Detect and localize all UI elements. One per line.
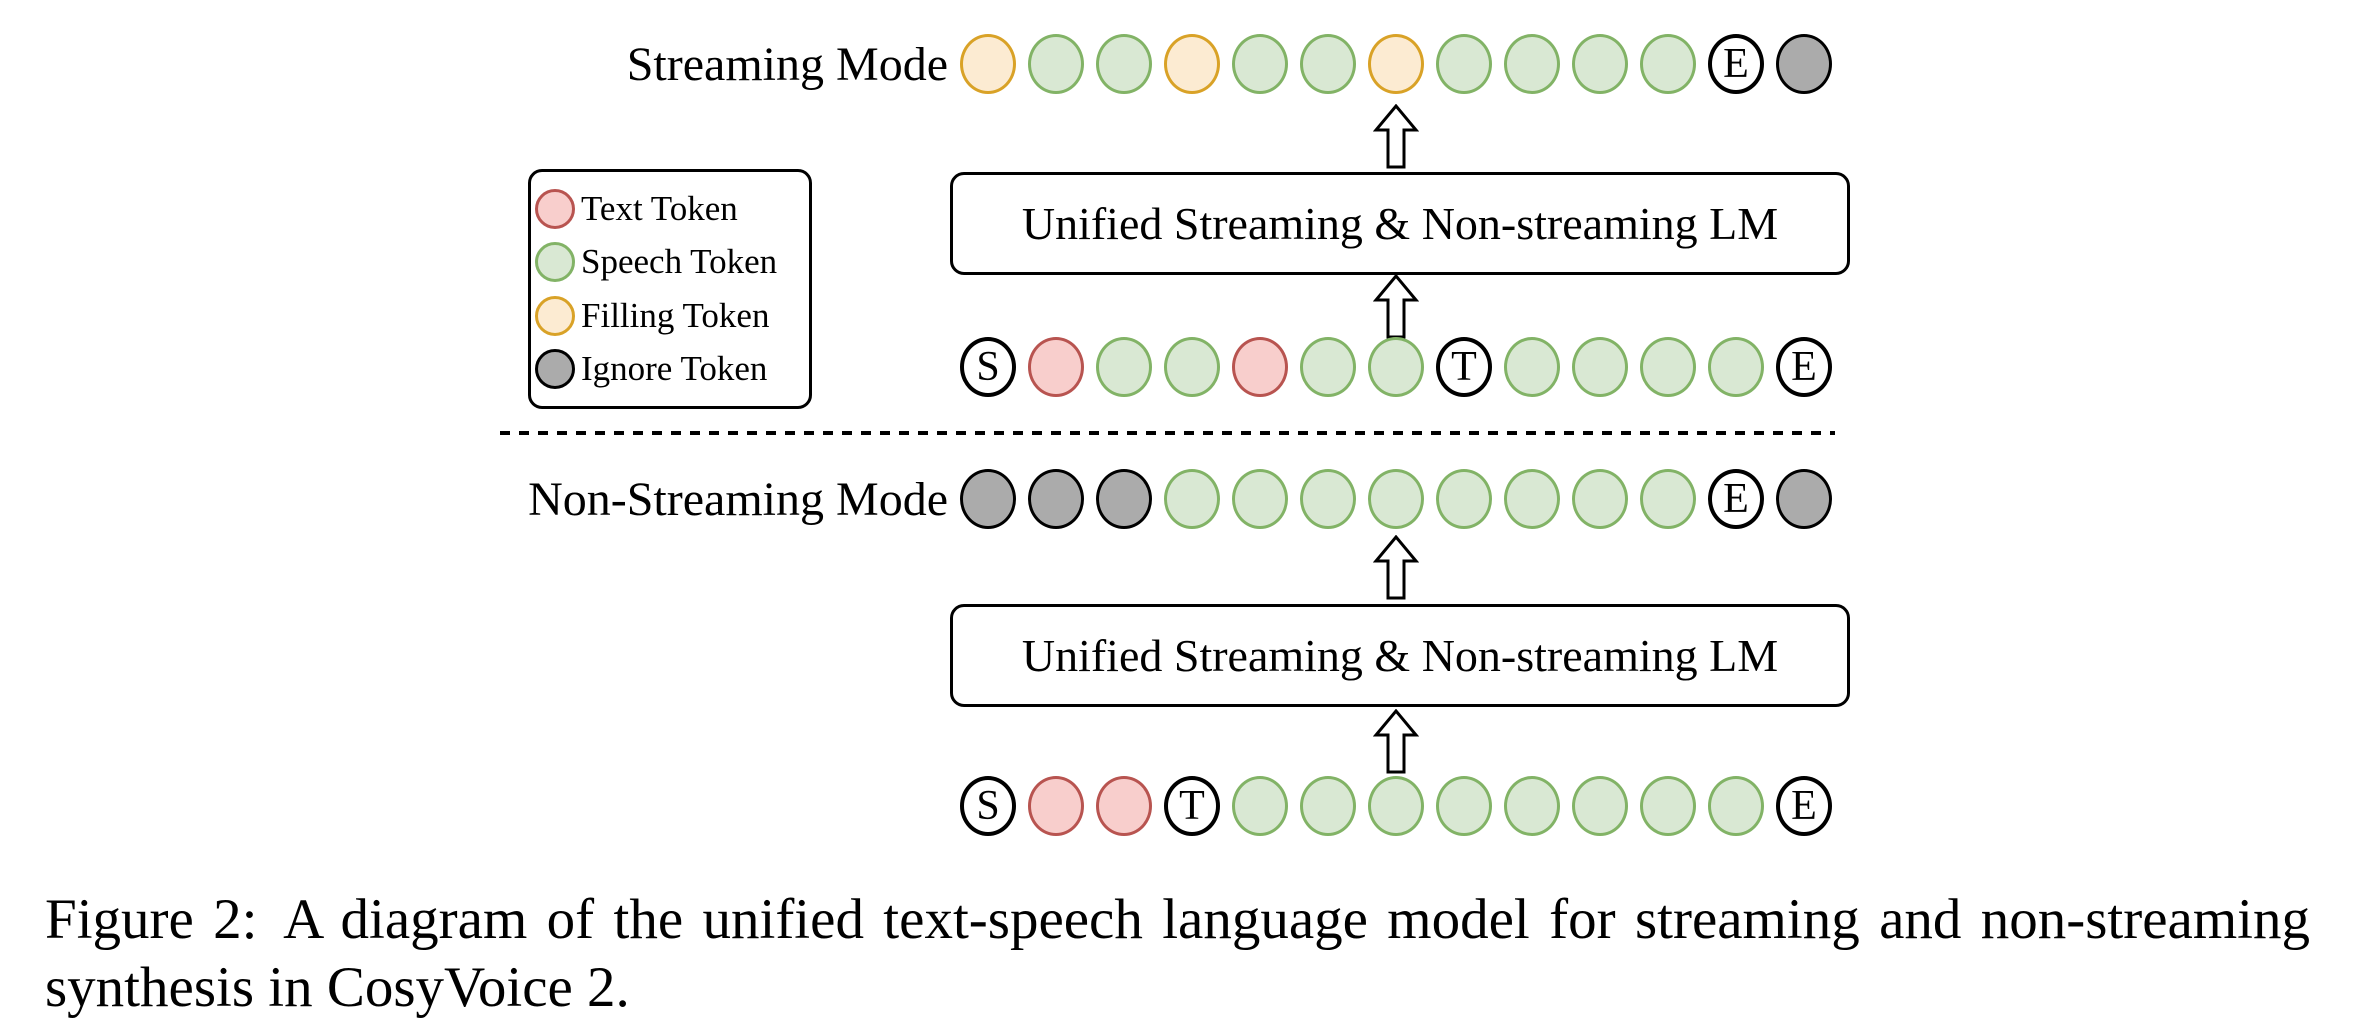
marker-token-E: E	[1708, 34, 1764, 94]
marker-token-S: S	[960, 337, 1016, 397]
filling-token	[1164, 34, 1220, 94]
legend-item-filling: Filling Token	[535, 295, 809, 336]
speech-token-swatch	[535, 242, 575, 283]
filling-token	[1368, 34, 1424, 94]
speech-token	[1368, 776, 1424, 836]
filling-token-swatch	[535, 295, 575, 336]
legend-label: Text Token	[581, 189, 738, 229]
ignore-token-swatch	[535, 348, 575, 389]
speech-token	[1708, 337, 1764, 397]
legend-item-ignore: Ignore Token	[535, 348, 809, 389]
filling-token	[960, 34, 1016, 94]
ignore-token	[1776, 34, 1832, 94]
figure-caption: Figure 2:A diagram of the unified text-s…	[45, 886, 2310, 1022]
text-token	[1232, 337, 1288, 397]
non-streaming-lm-box: Unified Streaming & Non-streaming LM	[950, 604, 1850, 707]
streaming-output-token-row: E	[960, 34, 1832, 94]
marker-token-S: S	[960, 776, 1016, 836]
non-streaming-mode-label: Non-Streaming Mode	[528, 473, 948, 526]
marker-token-T: T	[1436, 337, 1492, 397]
speech-token	[1640, 776, 1696, 836]
speech-token	[1572, 776, 1628, 836]
speech-token	[1368, 337, 1424, 397]
section-divider	[500, 431, 1835, 435]
speech-token	[1436, 34, 1492, 94]
speech-token	[1096, 337, 1152, 397]
speech-token	[1028, 34, 1084, 94]
legend-label: Ignore Token	[581, 348, 768, 388]
non-streaming-output-token-row: E	[960, 469, 1832, 529]
speech-token	[1300, 776, 1356, 836]
speech-token	[1504, 776, 1560, 836]
speech-token	[1572, 469, 1628, 529]
speech-token	[1164, 469, 1220, 529]
marker-token-E: E	[1776, 337, 1832, 397]
speech-token	[1096, 34, 1152, 94]
text-token	[1096, 776, 1152, 836]
speech-token	[1640, 469, 1696, 529]
speech-token	[1504, 469, 1560, 529]
ignore-token	[1776, 469, 1832, 529]
text-token	[1028, 337, 1084, 397]
ignore-token	[1096, 469, 1152, 529]
streaming-lm-box: Unified Streaming & Non-streaming LM	[950, 172, 1850, 275]
text-token-swatch	[535, 189, 575, 230]
speech-token	[1640, 34, 1696, 94]
legend-item-speech: Speech Token	[535, 242, 809, 283]
speech-token	[1504, 337, 1560, 397]
streaming-mode-label: Streaming Mode	[626, 38, 948, 91]
up-arrow-icon	[1373, 104, 1419, 169]
speech-token	[1232, 776, 1288, 836]
up-arrow-icon	[1373, 535, 1419, 600]
speech-token	[1572, 34, 1628, 94]
speech-token	[1232, 469, 1288, 529]
up-arrow-icon	[1373, 709, 1419, 774]
marker-token-T: T	[1164, 776, 1220, 836]
figure-caption-number: Figure 2:	[45, 888, 258, 951]
marker-token-E: E	[1708, 469, 1764, 529]
speech-token	[1640, 337, 1696, 397]
speech-token	[1368, 469, 1424, 529]
legend-label: Filling Token	[581, 295, 770, 335]
speech-token	[1300, 469, 1356, 529]
speech-token	[1572, 337, 1628, 397]
speech-token	[1300, 34, 1356, 94]
legend-label: Speech Token	[581, 242, 778, 282]
speech-token	[1232, 34, 1288, 94]
up-arrow-icon	[1373, 274, 1419, 339]
ignore-token	[1028, 469, 1084, 529]
speech-token	[1708, 776, 1764, 836]
ignore-token	[960, 469, 1016, 529]
speech-token	[1300, 337, 1356, 397]
text-token	[1028, 776, 1084, 836]
speech-token	[1436, 469, 1492, 529]
legend-item-text: Text Token	[535, 189, 809, 230]
figure-caption-text: A diagram of the unified text-speech lan…	[45, 888, 2310, 1019]
speech-token	[1436, 776, 1492, 836]
speech-token	[1164, 337, 1220, 397]
marker-token-E: E	[1776, 776, 1832, 836]
speech-token	[1504, 34, 1560, 94]
